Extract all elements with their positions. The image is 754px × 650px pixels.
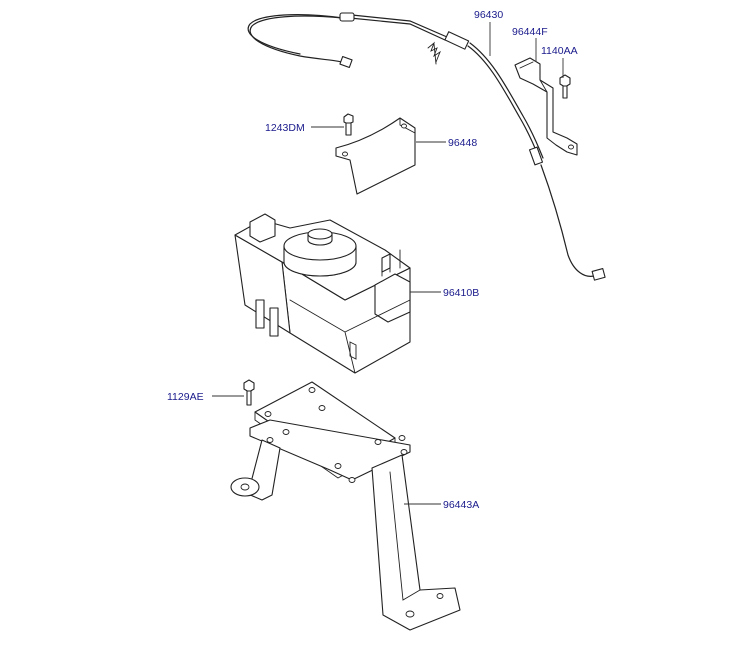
cable-assembly <box>247 12 606 281</box>
label-mount-bolt: 1129AE <box>167 391 204 403</box>
cable-bracket <box>514 57 578 156</box>
label-cable-assembly: 96430 <box>474 9 503 21</box>
cover-bracket <box>335 117 416 195</box>
actuator-unit <box>234 213 411 374</box>
label-mount-bracket: 96443A <box>443 499 479 511</box>
leader-lines <box>212 22 564 505</box>
label-cover-bolt: 1243DM <box>265 122 305 134</box>
label-actuator: 96410B <box>443 287 479 299</box>
bracket-bolt <box>559 74 571 99</box>
mount-bracket <box>230 381 461 631</box>
cover-bolt <box>343 113 354 136</box>
label-cable-bracket: 96444F <box>512 26 548 38</box>
label-cover: 96448 <box>448 137 477 149</box>
mount-bolt <box>243 379 255 406</box>
label-bracket-bolt: 1140AA <box>541 45 578 57</box>
